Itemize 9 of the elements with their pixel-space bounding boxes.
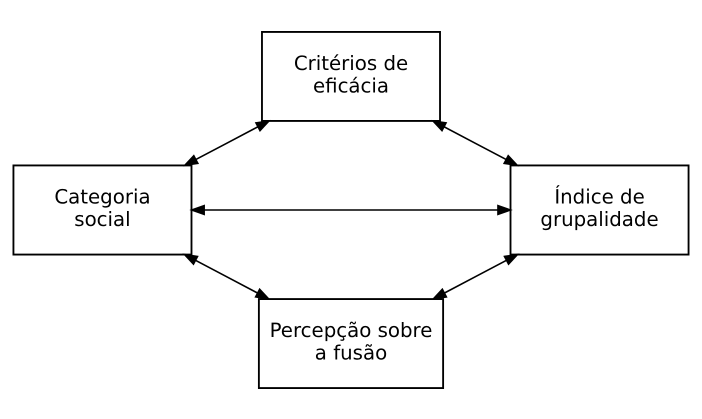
arrow <box>430 119 520 166</box>
node-box: Critérios de eficácia <box>261 30 441 122</box>
arrow <box>182 252 271 300</box>
node-box: Categoria social <box>12 164 192 255</box>
arrow <box>189 204 513 215</box>
arrow <box>182 119 272 166</box>
arrow <box>431 252 520 300</box>
node-box: Percepção sobre a fusão <box>258 298 444 388</box>
node-box: Índice de grupalidade <box>510 164 690 255</box>
